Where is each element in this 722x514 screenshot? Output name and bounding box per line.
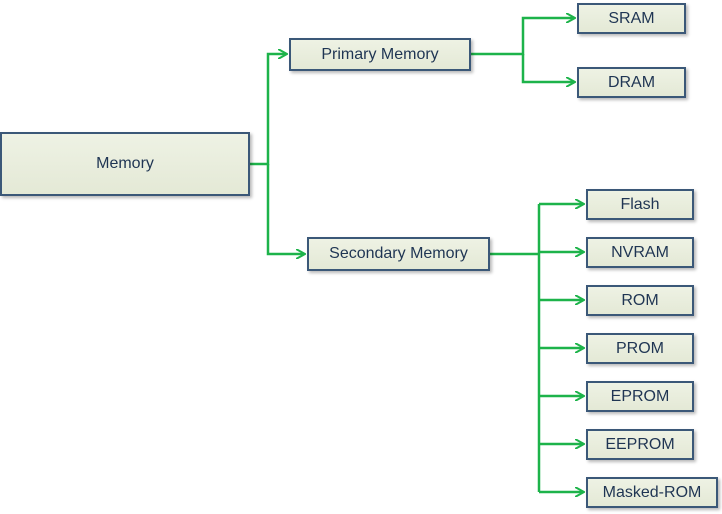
- rom-node: ROM: [586, 285, 694, 316]
- eeprom-node: EEPROM: [586, 429, 694, 460]
- eprom-node: EPROM: [586, 381, 694, 412]
- dram-node: DRAM: [577, 67, 686, 98]
- sram-node: SRAM: [577, 3, 686, 34]
- nvram-node: NVRAM: [586, 237, 694, 268]
- masked-rom-node: Masked-ROM: [586, 477, 718, 508]
- prom-node: PROM: [586, 333, 694, 364]
- secondary-memory-node: Secondary Memory: [307, 237, 490, 271]
- flash-node: Flash: [586, 189, 694, 220]
- primary-memory-node: Primary Memory: [289, 38, 471, 71]
- memory-node: Memory: [0, 132, 250, 196]
